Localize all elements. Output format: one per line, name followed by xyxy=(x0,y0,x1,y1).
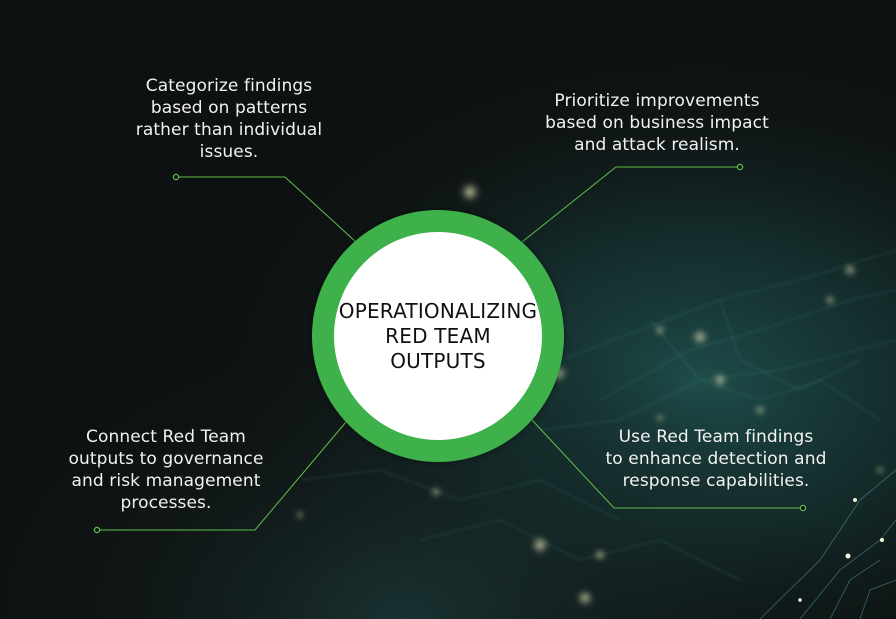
callout-line: outputs to governance xyxy=(68,449,264,469)
callout-line: based on patterns xyxy=(150,98,308,118)
connector-top-left xyxy=(176,176,357,243)
callout-line: to enhance detection and xyxy=(605,449,827,469)
hub-title-line: OUTPUTS xyxy=(390,348,486,373)
callout-line: Connect Red Team xyxy=(86,427,246,447)
callout-bottom-right: Use Red Team findings to enhance detecti… xyxy=(594,426,838,492)
connector-bottom-right xyxy=(531,419,803,509)
hub-title-line: OPERATIONALIZING xyxy=(338,298,538,323)
callout-line: Categorize findings xyxy=(145,76,313,96)
connector-end-dot xyxy=(93,526,101,534)
callout-top-left: Categorize findings based on patterns ra… xyxy=(124,75,334,163)
connector-end-dot xyxy=(736,163,744,171)
connector-top-right xyxy=(521,166,740,243)
callout-bottom-left: Connect Red Team outputs to governance a… xyxy=(56,426,276,514)
hub-title-line: RED TEAM xyxy=(385,323,491,348)
callout-top-right: Prioritize improvements based on busines… xyxy=(532,90,782,156)
connector-end-dot xyxy=(172,173,180,181)
connector-bottom-left xyxy=(97,421,347,531)
central-hub-circle: OPERATIONALIZING RED TEAM OUTPUTS xyxy=(312,210,564,462)
callout-line: rather than individual xyxy=(135,120,323,140)
callout-line: based on business impact xyxy=(545,113,769,133)
callout-line: processes. xyxy=(120,493,212,513)
callout-line: response capabilities. xyxy=(622,471,810,491)
connector-end-dot xyxy=(799,504,807,512)
callout-line: Use Red Team findings xyxy=(618,427,814,447)
callout-line: and attack realism. xyxy=(574,135,740,155)
central-hub-label: OPERATIONALIZING RED TEAM OUTPUTS xyxy=(334,232,542,440)
callout-line: and risk management xyxy=(71,471,261,491)
callout-line: issues. xyxy=(199,142,259,162)
callout-line: Prioritize improvements xyxy=(554,91,760,111)
